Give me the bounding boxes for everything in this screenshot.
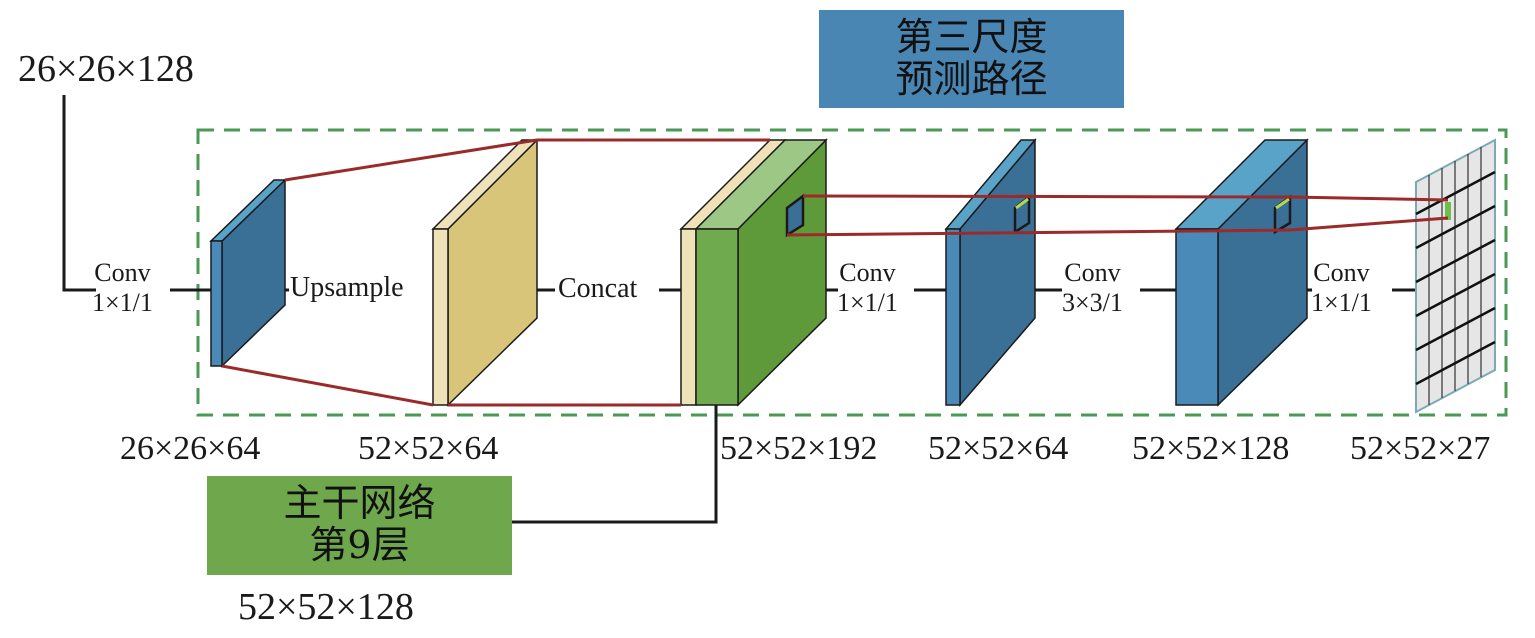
backbone-layer-box: 主干网络 第9层 (207, 476, 512, 575)
feature-map-concat (679, 138, 828, 407)
scale-box-line2: 预测路径 (895, 57, 1048, 101)
input-dim-label: 26×26×128 (18, 48, 194, 90)
feature-map-conv1 (944, 137, 1037, 408)
dim-label: 26×26×64 (120, 430, 261, 467)
prediction-path-region (196, 128, 1508, 417)
op-concat: Concat (557, 273, 639, 304)
feature-map-26x26x64 (209, 178, 287, 368)
feature-map-upsampled (431, 138, 539, 407)
dim-label: 52×52×192 (720, 430, 878, 467)
backbone-box-line1: 主干网络 (283, 481, 436, 525)
dim-label: 52×52×64 (928, 430, 1069, 467)
op-upsample: Upsample (289, 272, 405, 303)
dim-label: 52×52×27 (1350, 430, 1491, 467)
backbone-dim-label: 52×52×128 (238, 586, 414, 628)
feature-map-conv2 (1174, 138, 1309, 407)
receptive-window (785, 193, 805, 238)
projection-lines (221, 138, 1449, 407)
scale-box-line1: 第三尺度 (895, 15, 1048, 59)
dim-label: 52×52×128 (1132, 430, 1290, 467)
output-grid (1415, 138, 1496, 414)
dim-label: 52×52×64 (358, 430, 499, 467)
backbone-box-line2: 第9层 (309, 523, 410, 567)
scale-path-box: 第三尺度 预测路径 (819, 10, 1124, 108)
